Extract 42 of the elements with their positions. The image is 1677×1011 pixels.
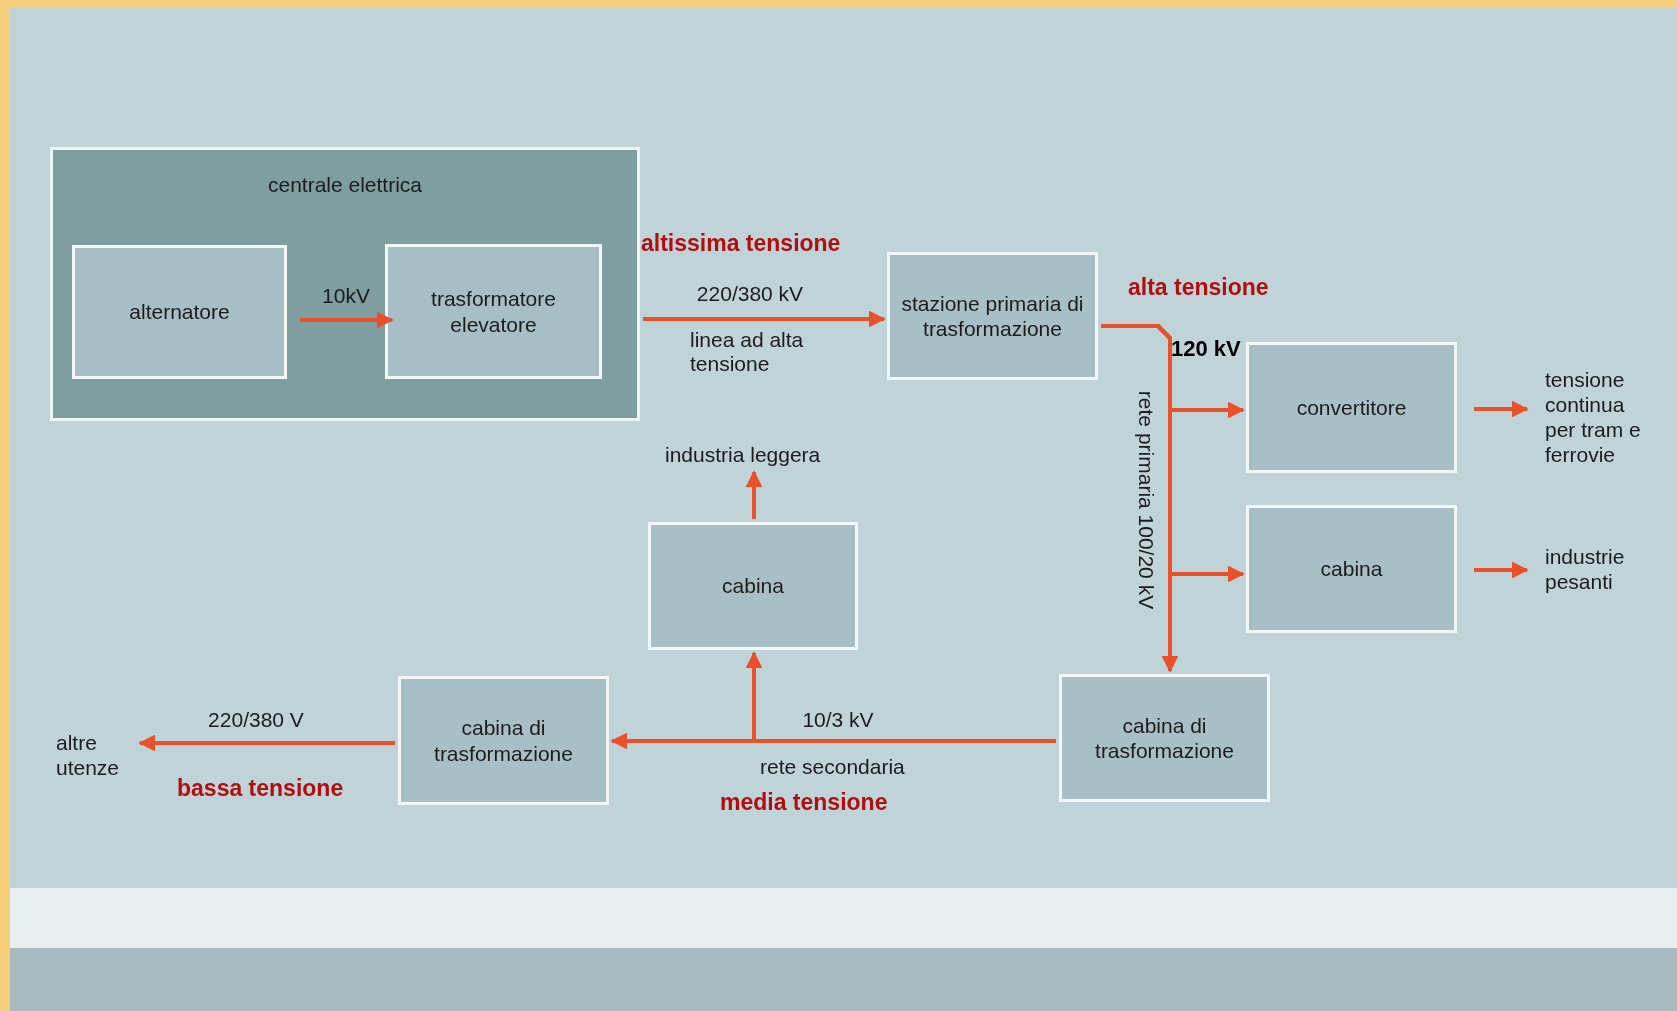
arrow	[1101, 324, 1179, 673]
edge-label: 10kV	[322, 284, 370, 308]
arrow	[643, 310, 886, 328]
node-label: tensione continua per tram e ferrovie	[1545, 366, 1642, 468]
node-label: cabina di trasformazione	[433, 715, 574, 766]
line-label: linea ad alta tensione	[690, 328, 805, 376]
edge-label: 10/3 kV	[802, 708, 874, 732]
node-label: industrie pesanti	[1545, 543, 1626, 595]
line-label: rete secondaria	[760, 755, 905, 779]
arrow	[1474, 561, 1529, 579]
voltage-level-label: media tensione	[720, 789, 888, 816]
arrow	[138, 734, 395, 752]
node-label: cabina di trasformazione	[1094, 712, 1235, 764]
edge-label: 220/380 kV	[696, 282, 804, 306]
node-label: trasformatore elevatore	[430, 286, 557, 337]
line-label: rete primaria 100/20 kV	[1134, 390, 1158, 610]
node-label: cabina	[721, 573, 785, 599]
arrow	[745, 651, 1056, 743]
process-box	[398, 676, 609, 805]
arrow	[1474, 400, 1529, 418]
node-label: altre utenze	[56, 729, 121, 781]
voltage-label: 120 kV	[1171, 336, 1241, 362]
node-label: convertitore	[1295, 394, 1408, 421]
edge-label: 220/380 V	[208, 708, 304, 732]
node-label: cabina	[1319, 556, 1384, 582]
group-title: centrale elettrica	[266, 172, 424, 198]
process-box	[1059, 674, 1270, 802]
arrow	[745, 470, 763, 519]
process-box	[385, 244, 602, 379]
process-box	[72, 245, 287, 379]
node-label: industria leggera	[665, 442, 821, 468]
voltage-level-label: altissima tensione	[641, 230, 841, 257]
voltage-level-label: alta tensione	[1128, 274, 1269, 301]
node-label: alternatore	[128, 299, 231, 325]
group-box	[50, 147, 640, 421]
process-box	[1246, 505, 1457, 633]
process-box	[887, 252, 1098, 380]
arrow	[300, 311, 394, 329]
process-box	[648, 522, 858, 650]
process-box	[1246, 342, 1457, 473]
node-label: stazione primaria di trasformazione	[900, 290, 1085, 342]
voltage-level-label: bassa tensione	[177, 775, 344, 802]
